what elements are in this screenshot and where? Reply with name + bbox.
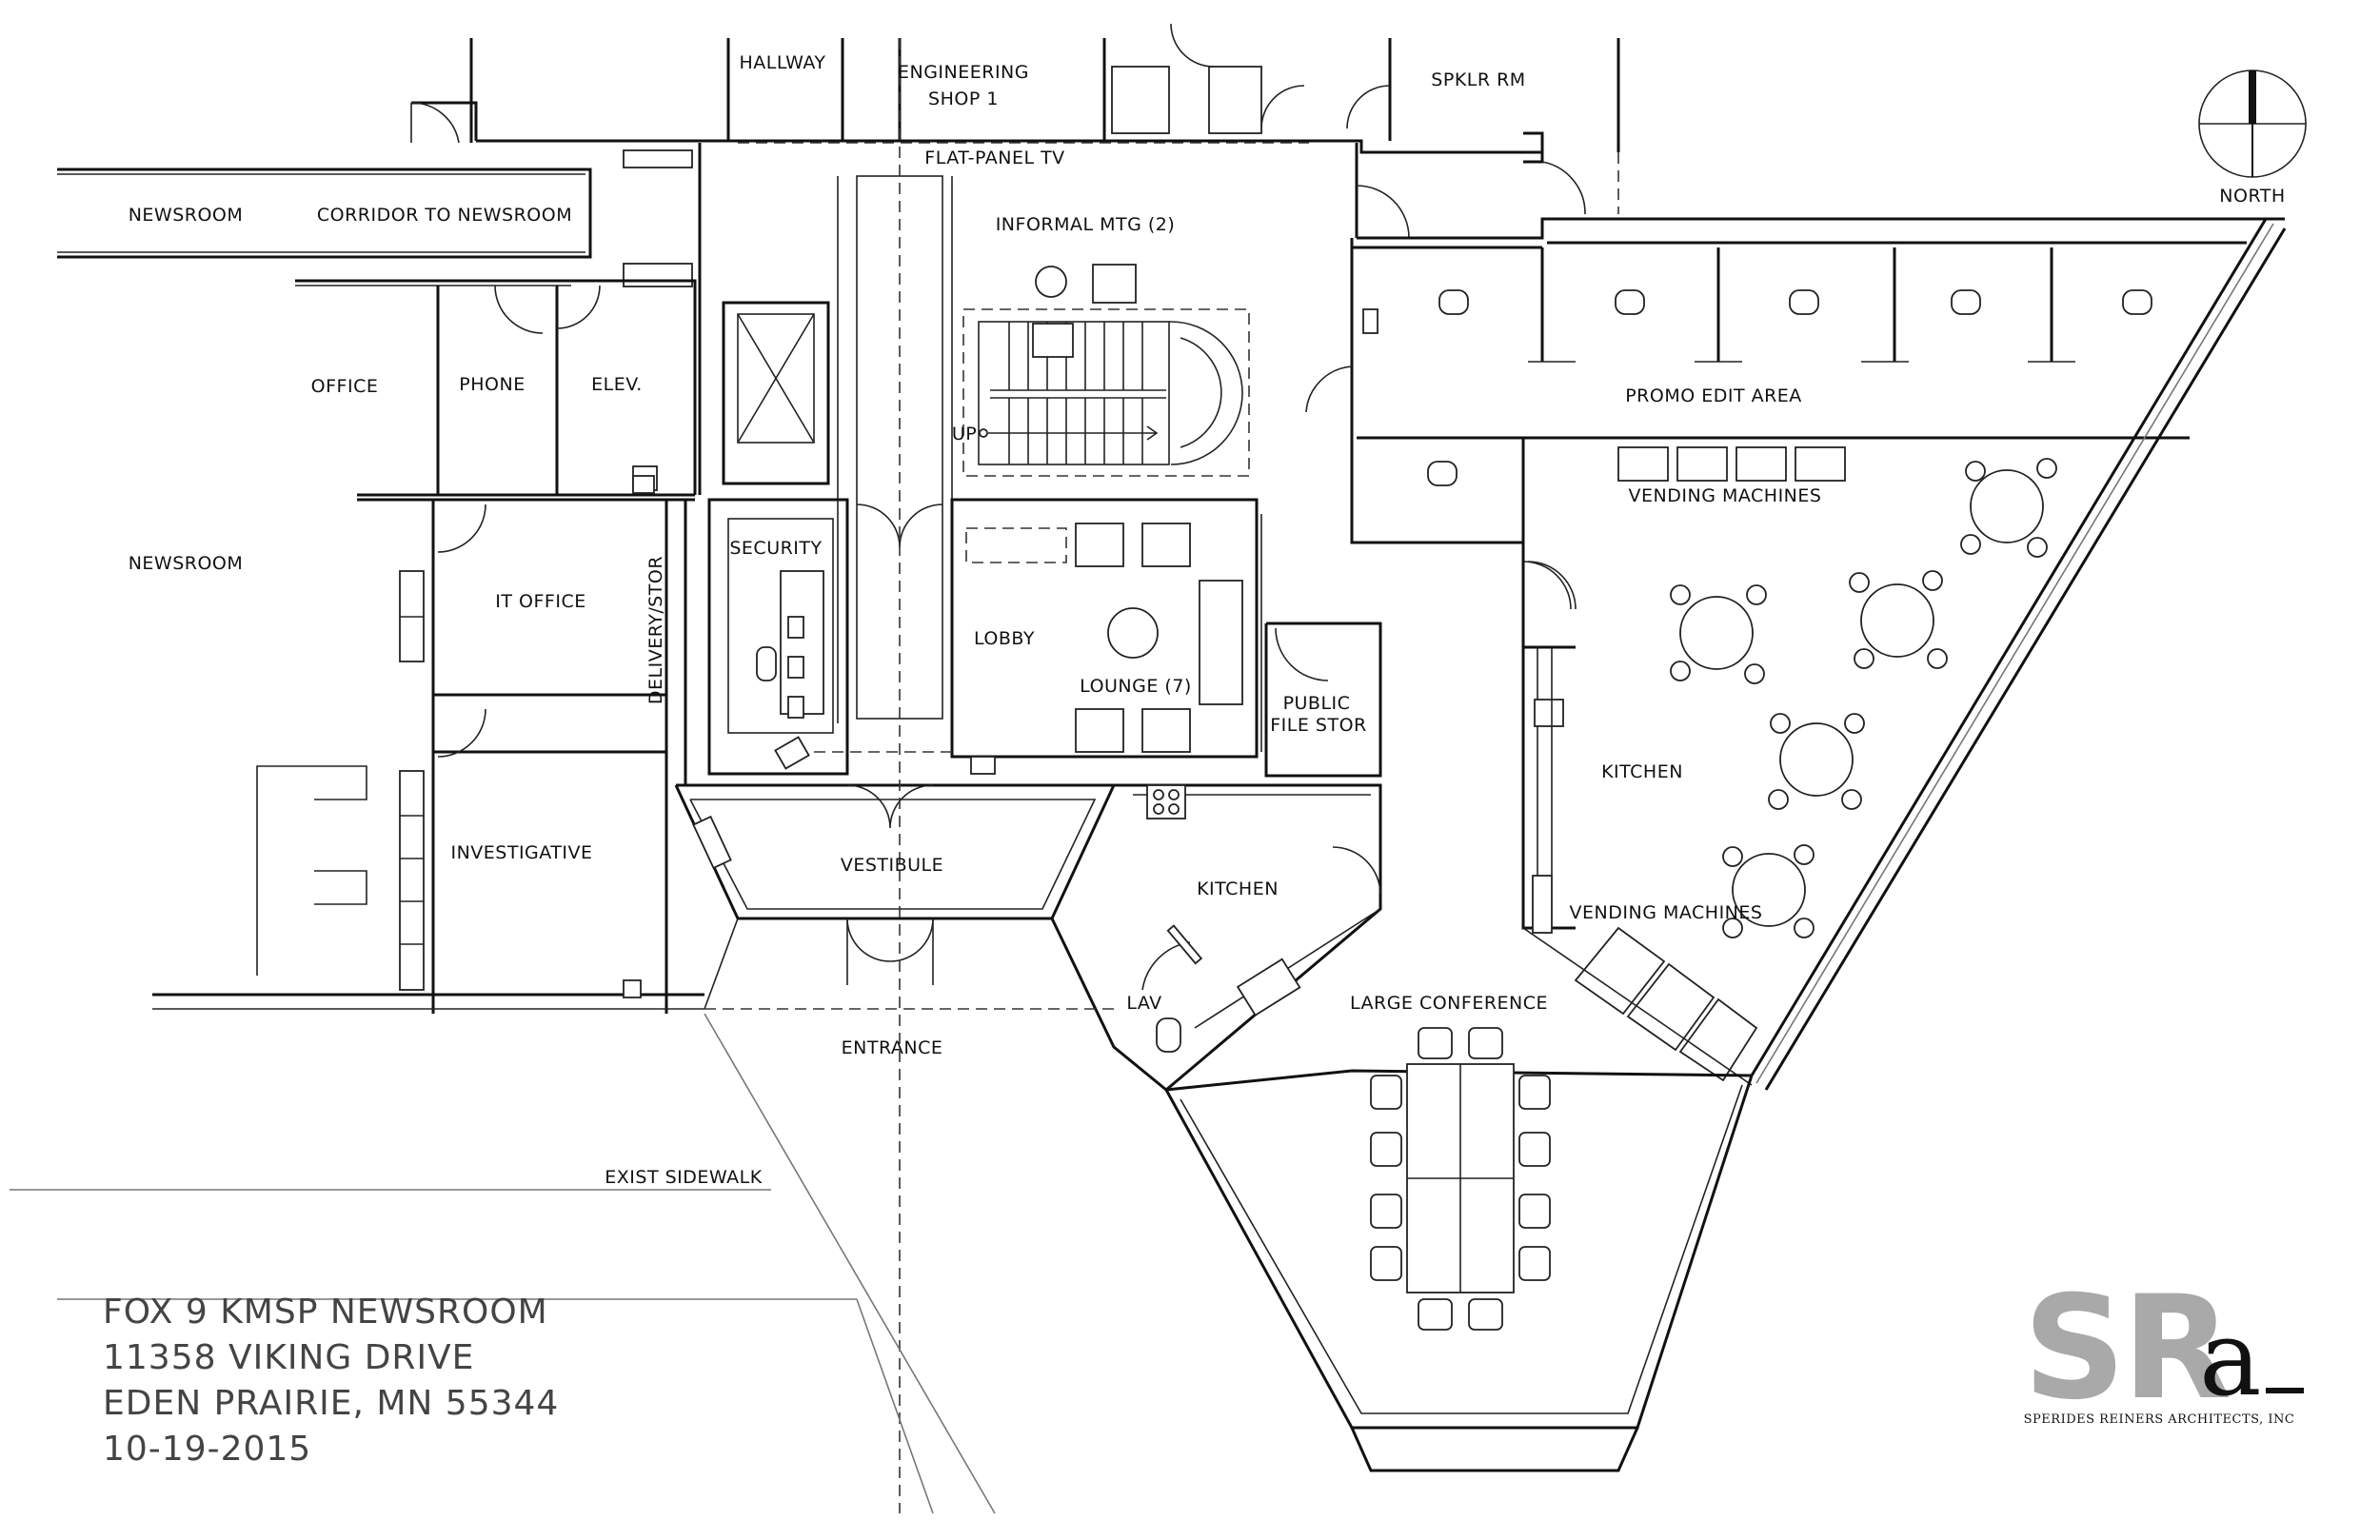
- room-labels: HALLWAY ENGINEERING SHOP 1 SPKLR RM FLAT…: [129, 52, 1822, 1188]
- north-arrow: NORTH: [2198, 69, 2307, 207]
- label-elev: ELEV.: [591, 374, 643, 395]
- label-vending-top: VENDING MACHINES: [1629, 485, 1822, 506]
- label-spklr-rm: SPKLR RM: [1431, 69, 1525, 90]
- label-newsroom-left: NEWSROOM: [129, 553, 244, 574]
- north-label: NORTH: [2219, 186, 2285, 207]
- label-phone: PHONE: [459, 374, 525, 395]
- label-shop-1: SHOP 1: [928, 89, 999, 109]
- label-corridor: CORRIDOR TO NEWSROOM: [317, 205, 572, 226]
- title-line-3: EDEN PRAIRIE, MN 55344: [103, 1384, 559, 1423]
- label-hallway: HALLWAY: [739, 52, 825, 73]
- label-kitchen-mid: KITCHEN: [1197, 879, 1279, 899]
- label-office: OFFICE: [311, 376, 379, 397]
- north-needle-icon: [2249, 70, 2256, 124]
- walls: [10, 23, 2287, 1514]
- label-lounge: LOUNGE (7): [1080, 676, 1192, 697]
- title-line-1: FOX 9 KMSP NEWSROOM: [103, 1293, 548, 1332]
- label-it-office: IT OFFICE: [495, 591, 585, 612]
- title-block: FOX 9 KMSP NEWSROOM 11358 VIKING DRIVE E…: [103, 1293, 559, 1469]
- label-up: UP: [952, 424, 977, 444]
- label-engineering: ENGINEERING: [898, 62, 1029, 83]
- logo-mark-suffix: a: [2199, 1297, 2262, 1419]
- label-investigative: INVESTIGATIVE: [450, 842, 592, 863]
- label-informal-mtg: INFORMAL MTG (2): [996, 214, 1176, 235]
- label-newsroom-top: NEWSROOM: [129, 205, 244, 226]
- dining-tables: [1670, 458, 2057, 938]
- logo-underscore: [2266, 1388, 2304, 1393]
- label-file-stor: FILE STOR: [1270, 715, 1367, 736]
- logo-firm-name: SPERIDES REINERS ARCHITECTS, INC: [2024, 1412, 2295, 1427]
- label-kitchen-right: KITCHEN: [1601, 761, 1683, 782]
- label-vending-bottom: VENDING MACHINES: [1570, 902, 1763, 923]
- vending-bottom-units: [1574, 926, 1758, 1082]
- label-public: PUBLIC: [1283, 693, 1351, 714]
- conference-table-and-chairs: [1370, 1027, 1551, 1331]
- label-lobby: LOBBY: [974, 628, 1035, 649]
- logo-mark: SR: [2023, 1266, 2230, 1431]
- label-lav: LAV: [1126, 993, 1161, 1014]
- label-vestibule: VESTIBULE: [841, 855, 943, 876]
- label-promo-edit: PROMO EDIT AREA: [1625, 385, 1802, 406]
- label-large-conference: LARGE CONFERENCE: [1350, 993, 1548, 1014]
- label-security: SECURITY: [729, 538, 822, 559]
- label-exist-sidewalk: EXIST SIDEWALK: [605, 1167, 762, 1188]
- title-line-2: 11358 VIKING DRIVE: [103, 1338, 474, 1377]
- label-delivery-stor: DELIVERY/STOR: [645, 556, 666, 704]
- label-flat-panel-tv: FLAT-PANEL TV: [924, 148, 1064, 168]
- label-entrance: ENTRANCE: [842, 1037, 943, 1058]
- title-line-4: 10-19-2015: [103, 1430, 311, 1469]
- firm-logo: SR a SPERIDES REINERS ARCHITECTS, INC: [2023, 1266, 2304, 1431]
